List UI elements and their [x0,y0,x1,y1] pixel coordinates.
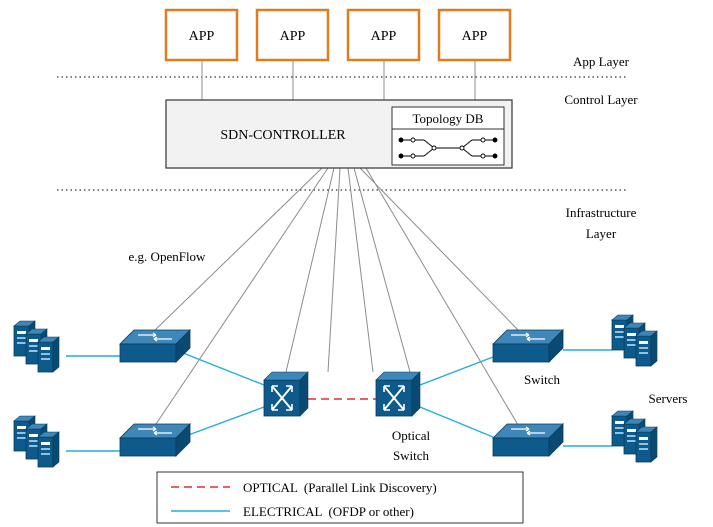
controller-label: SDN-CONTROLLER [220,128,346,143]
app-label: APP [280,29,306,44]
electrical-links [66,349,612,452]
sdn-controller[interactable]: SDN-CONTROLLER Topology DB [165,99,513,169]
legend: OPTICAL (Parallel Link Discovery) ELECTR… [156,471,524,524]
optical-switch-left[interactable] [263,371,309,417]
switch-top-left[interactable] [119,329,191,363]
topology-graph-icon [398,137,498,159]
control-layer-label: Control Layer [564,92,638,107]
app-label: APP [189,29,215,44]
app-label: APP [462,29,488,44]
infrastructure-layer-label-line2: Layer [586,226,617,241]
switch-bottom-left[interactable] [119,423,191,457]
optical-switch-label: Optical [392,428,431,443]
optical-switch-right[interactable] [375,371,421,417]
app-layer-label: App Layer [573,54,630,69]
app-box[interactable]: APP [437,8,512,62]
server-stack-top-left[interactable] [14,321,59,372]
optical-switch-label-line2: Switch [393,448,430,463]
server-stack-bottom-right[interactable] [612,411,657,462]
switch-label: Switch [524,372,561,387]
app-box[interactable]: APP [346,8,421,62]
topology-db[interactable]: Topology DB [391,106,505,166]
switch-top-right[interactable] [492,329,564,363]
server-stack-bottom-left[interactable] [14,416,59,467]
openflow-control-links [151,167,522,431]
app-controller-links [201,60,476,100]
app-label: APP [371,29,397,44]
topology-db-label: Topology DB [413,111,484,126]
infrastructure-layer-label: Infrastructure [566,205,637,220]
switch-bottom-right[interactable] [492,423,564,457]
servers-label: Servers [649,391,688,406]
app-box[interactable]: APP [255,8,330,62]
electrical-legend-label: ELECTRICAL (OFDP or other) [243,504,414,519]
optical-legend-label: OPTICAL (Parallel Link Discovery) [243,480,437,495]
protocol-label: e.g. OpenFlow [129,249,207,264]
server-stack-top-right[interactable] [612,315,657,366]
app-box[interactable]: APP [164,8,239,62]
